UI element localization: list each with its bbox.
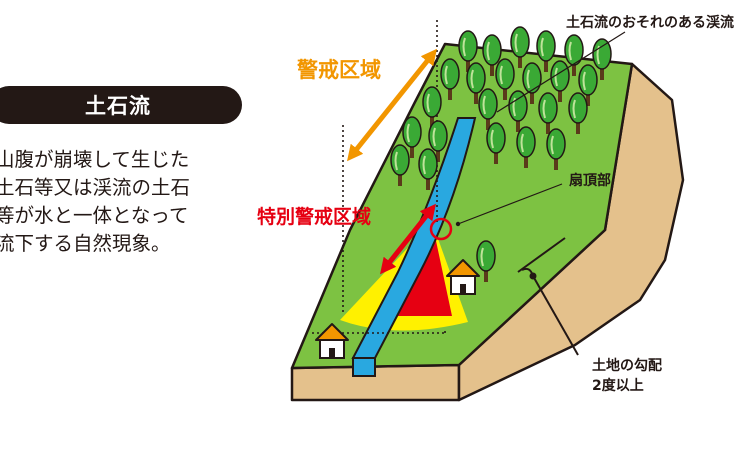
description-line-1: 山腹が崩壊して生じた [0, 148, 190, 171]
fan-apex-marker [429, 217, 453, 241]
slope-label-line1: 土地の勾配 [592, 357, 662, 374]
special-zone-arrow [380, 203, 436, 275]
description-line-3: 等が水と一体となって [0, 204, 189, 227]
warning-zone-label: 警戒区域 [296, 58, 381, 82]
special-warning-zone-label: 特別警戒区域 [257, 205, 371, 228]
fan-apex-label: 扇頂部 [569, 172, 611, 189]
fan-apex-leader [457, 183, 563, 225]
danger-stream-label: 土石流のおそれのある渓流 [566, 14, 734, 31]
title-pill: 土石流 [0, 86, 242, 124]
fan-apex-dot [455, 221, 461, 227]
warning-zone-arrow [347, 48, 437, 162]
description: 山腹が崩壊して生じた 土石等又は渓流の土石 等が水と一体となって 流下する自然現… [0, 146, 245, 258]
danger-stream-leader [496, 31, 626, 113]
slope-label-line2: 2度以上 [592, 377, 644, 394]
description-line-2: 土石等又は渓流の土石 [0, 176, 191, 199]
stream-cut [352, 357, 376, 377]
description-line-4: 流下する自然現象。 [0, 232, 171, 255]
slope-indicator [517, 237, 579, 356]
title-text: 土石流 [85, 94, 151, 118]
